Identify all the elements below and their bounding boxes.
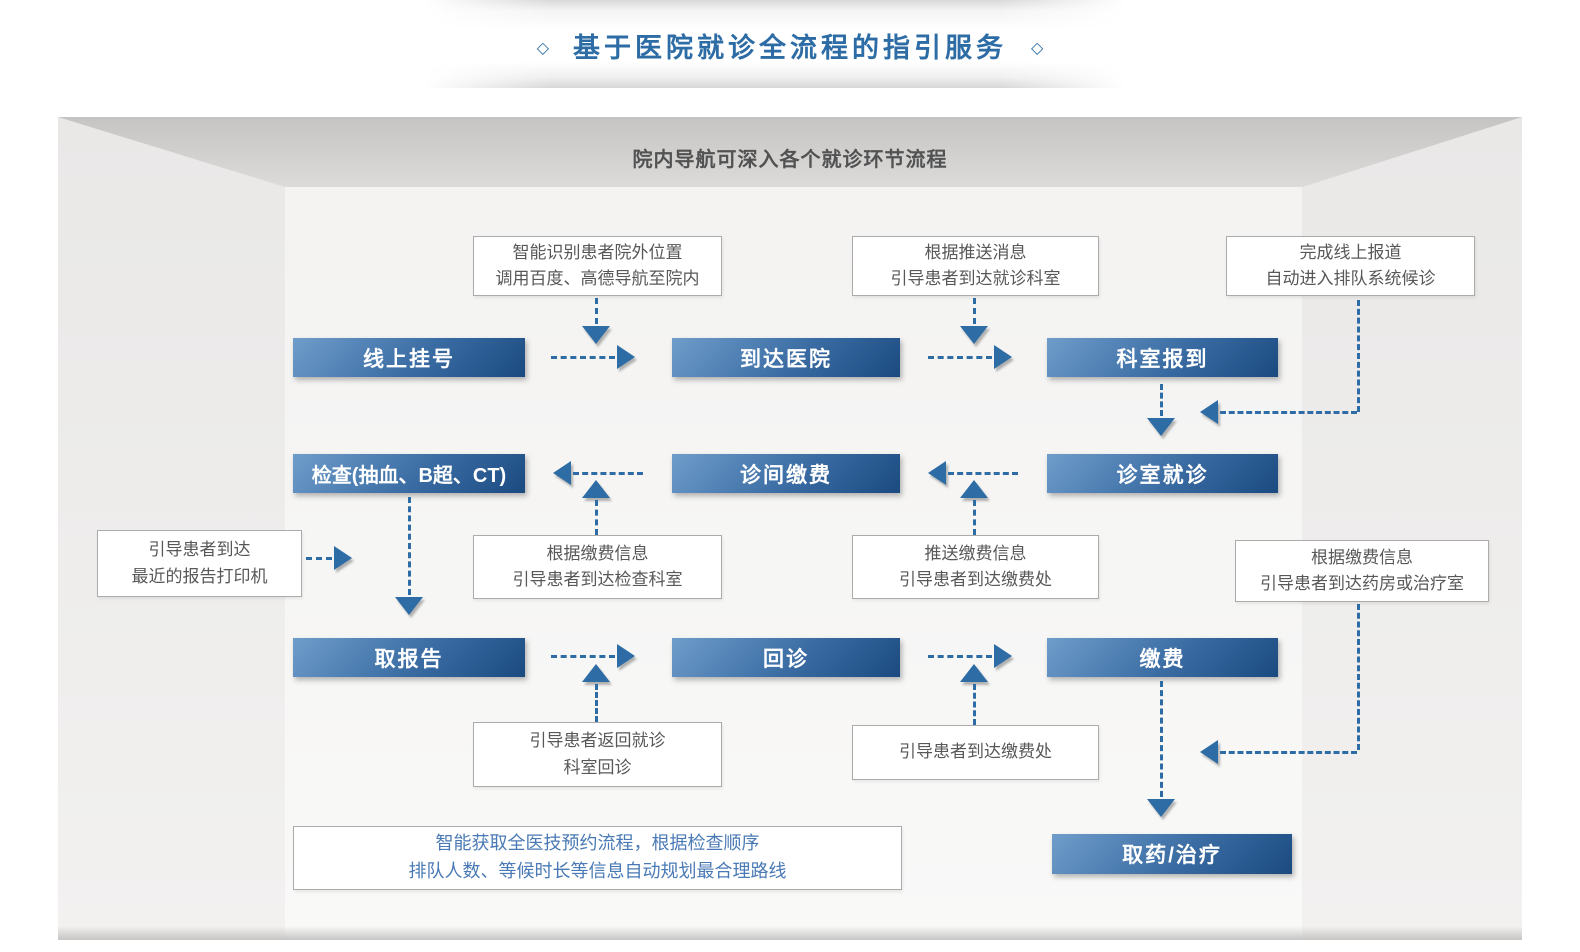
arrowhead-right-icon (617, 644, 635, 668)
step-online-register: 线上挂号 (293, 338, 525, 377)
diamond-left-icon: ◇ (536, 40, 549, 57)
note-smart-route: 智能获取全医技预约流程，根据检查顺序 排队人数、等候时长等信息自动规划最合理路线 (293, 826, 902, 890)
step-payment: 缴费 (1047, 638, 1278, 677)
connector-onlinecheckin-hline (1220, 411, 1357, 414)
connector-pushmessage-line (973, 298, 976, 324)
panel-ceiling (58, 117, 1522, 187)
note-line: 引导患者返回就诊 (529, 731, 666, 751)
note-line: 引导患者到达检查科室 (512, 570, 683, 589)
diamond-right-icon: ◇ (1031, 40, 1044, 57)
arrow-visit-payclinic-line (948, 472, 1018, 475)
arrowhead-down-icon (960, 326, 988, 344)
connector-pharmacyroom-vline (1357, 604, 1360, 750)
step-arrive-hospital: 到达医院 (672, 338, 900, 377)
panel-wall-left (58, 117, 285, 940)
note-line: 智能识别患者院外位置 (512, 242, 683, 262)
note-line: 最近的报告打印机 (131, 566, 268, 586)
note-line: 完成线上报道 (1299, 242, 1402, 262)
note-line: 根据缴费信息 (546, 543, 649, 563)
arrowhead-right-icon (994, 345, 1012, 369)
note-line: 引导患者到达 (148, 540, 251, 560)
connector-returndept-line (595, 684, 598, 722)
step-department-checkin: 科室报到 (1047, 338, 1278, 377)
arrow-register-arrive-line (551, 356, 615, 359)
note-online-checkin: 完成线上报道 自动进入排队系统候诊 (1226, 236, 1475, 296)
arrowhead-left-icon (1200, 740, 1218, 764)
panel-center (285, 117, 1302, 940)
connector-onlinecheckin-vline (1357, 300, 1360, 412)
connector-tocashier-line (973, 684, 976, 725)
arrowhead-left-icon (553, 461, 571, 485)
arrow-revisit-pay-line (928, 655, 992, 658)
page-title: ◇ 基于医院就诊全流程的指引服务 ◇ (0, 26, 1580, 65)
note-line: 智能获取全医技预约流程，根据检查顺序 (435, 833, 760, 854)
arrowhead-down-icon (395, 597, 423, 615)
connector-pushpayment-line (973, 500, 976, 535)
step-pharmacy-treatment: 取药/治疗 (1052, 834, 1292, 874)
note-exam-department: 根据缴费信息 引导患者到达检查科室 (473, 535, 722, 599)
arrowhead-down-icon (1147, 418, 1175, 436)
arrowhead-up-icon (582, 664, 610, 682)
arrow-checkin-visit-line (1160, 384, 1163, 416)
step-get-report: 取报告 (293, 638, 525, 677)
connector-printer-line (306, 557, 332, 560)
arrow-payclinic-exam-line (573, 472, 643, 475)
step-interclinic-payment: 诊间缴费 (672, 454, 900, 493)
connector-examdept-line (595, 500, 598, 535)
arrowhead-right-icon (617, 345, 635, 369)
step-clinic-visit: 诊室就诊 (1047, 454, 1278, 493)
connector-outdoor-line (595, 298, 598, 324)
connector-pharmacyroom-hline (1220, 751, 1357, 754)
page-title-text: 基于医院就诊全流程的指引服务 (573, 33, 1007, 63)
note-line: 自动进入排队系统候诊 (1265, 269, 1436, 288)
arrowhead-right-icon (334, 546, 352, 570)
title-ribbon (425, 0, 1125, 88)
note-line: 引导患者到达药房或治疗室 (1260, 574, 1464, 593)
note-push-payment: 推送缴费信息 引导患者到达缴费处 (852, 535, 1099, 599)
step-examination: 检查(抽血、B超、CT) (293, 454, 525, 493)
arrow-arrive-checkin-line (928, 356, 992, 359)
step-return-visit: 回诊 (672, 638, 900, 677)
arrowhead-up-icon (960, 664, 988, 682)
note-line: 根据缴费信息 (1311, 547, 1413, 567)
note-line: 调用百度、高德导航至院内 (495, 269, 700, 288)
note-line: 推送缴费信息 (924, 543, 1027, 563)
panel-floor-shadow (58, 926, 1522, 940)
arrowhead-left-icon (1200, 400, 1218, 424)
arrowhead-right-icon (994, 644, 1012, 668)
note-line: 引导患者到达就诊科室 (890, 269, 1061, 288)
arrow-report-revisit-line (551, 655, 615, 658)
note-to-cashier: 引导患者到达缴费处 (852, 725, 1099, 780)
arrowhead-up-icon (582, 480, 610, 498)
note-line: 根据推送消息 (924, 242, 1027, 262)
arrowhead-left-icon (928, 461, 946, 485)
note-line: 引导患者到达缴费处 (899, 570, 1052, 589)
arrowhead-down-icon (1147, 799, 1175, 817)
note-return-department: 引导患者返回就诊 科室回诊 (473, 722, 722, 787)
note-outdoor-location: 智能识别患者院外位置 调用百度、高德导航至院内 (473, 236, 722, 296)
note-line: 科室回诊 (563, 757, 632, 777)
note-report-printer: 引导患者到达 最近的报告打印机 (97, 530, 302, 597)
note-line: 排队人数、等候时长等信息自动规划最合理路线 (408, 861, 787, 881)
note-line: 引导患者到达缴费处 (899, 742, 1052, 762)
arrowhead-down-icon (582, 326, 610, 344)
note-pharmacy-room: 根据缴费信息 引导患者到达药房或治疗室 (1235, 540, 1489, 602)
arrowhead-up-icon (960, 480, 988, 498)
arrow-exam-report-line (408, 497, 411, 595)
note-push-message: 根据推送消息 引导患者到达就诊科室 (852, 236, 1099, 296)
panel-subtitle: 院内导航可深入各个就诊环节流程 (632, 149, 948, 171)
arrow-pay-pharmacy-line (1160, 681, 1163, 797)
